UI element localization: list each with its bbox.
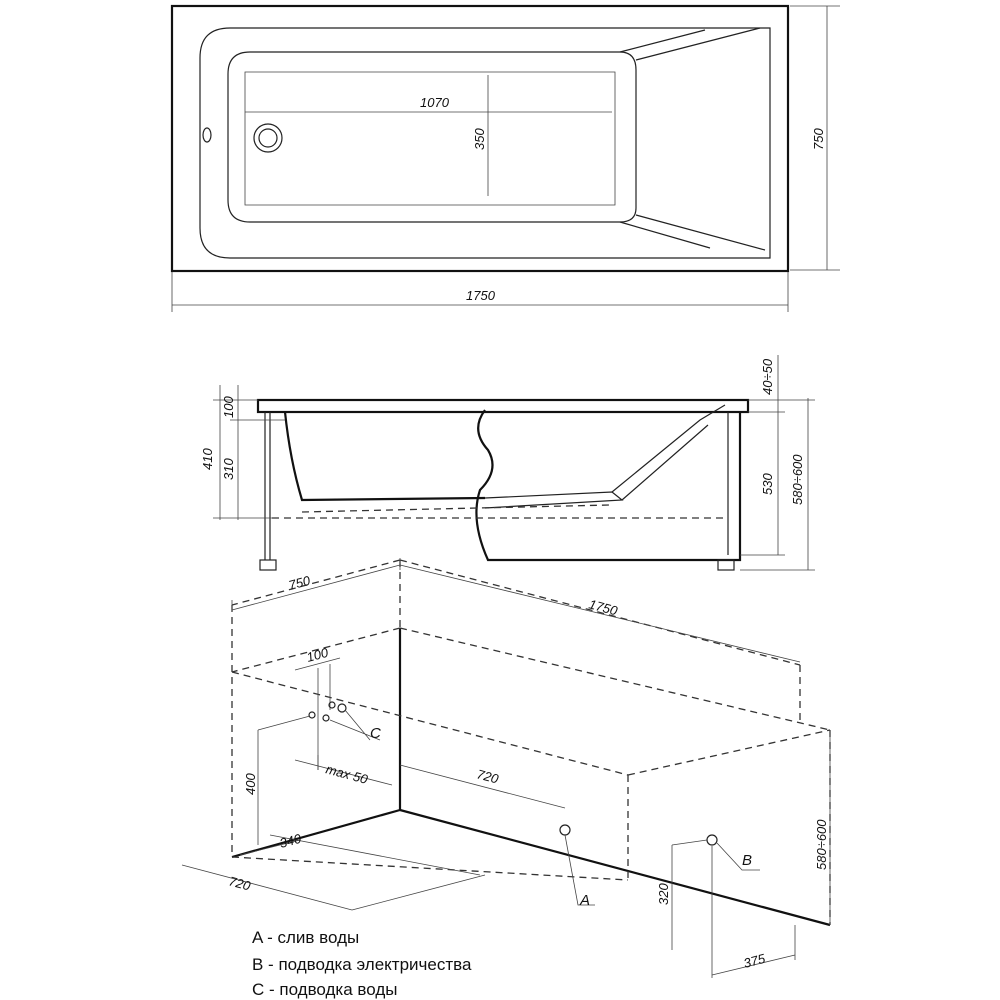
overflow-icon <box>202 127 212 143</box>
dim-length: 1750 <box>466 288 496 303</box>
dim-iso-height: 580÷600 <box>814 819 829 870</box>
dim-pipe-offset: max 50 <box>324 761 370 787</box>
dim-depth: 310 <box>221 458 236 480</box>
top-view <box>170 4 840 312</box>
leg-left <box>264 412 271 560</box>
dim-install-height: 580÷600 <box>790 454 805 505</box>
dim-pipe-height: 400 <box>243 773 258 795</box>
rim <box>256 398 750 414</box>
label-a: A <box>579 892 590 909</box>
dim-iso-width: 750 <box>287 573 313 593</box>
bath-outline <box>170 4 790 273</box>
drain-point-icon <box>559 824 571 836</box>
dim-electric-side: 375 <box>742 951 768 971</box>
dim-width: 750 <box>811 128 826 150</box>
electric-point-icon <box>706 834 718 846</box>
dim-iso-length: 1750 <box>587 596 620 618</box>
dim-drain-front: 720 <box>227 873 253 893</box>
apron-break <box>475 409 742 562</box>
dim-total-height: 410 <box>200 448 215 470</box>
dim-inner-width: 350 <box>472 128 487 150</box>
dim-drain-distance: 720 <box>475 766 501 786</box>
dim-apron-gap: 40÷50 <box>760 358 775 395</box>
drain-icon <box>253 123 283 153</box>
legend-item-electric: B - подводка электричества <box>252 955 472 974</box>
legend-item-drain: A - слив воды <box>252 928 360 947</box>
water-inlet-icon <box>308 711 316 719</box>
dim-pipe-spacing: 100 <box>305 645 331 665</box>
rim-outline <box>199 27 771 259</box>
dim-drain-side: 340 <box>278 831 304 851</box>
dim-apron-height: 530 <box>760 473 775 495</box>
iso-view <box>181 558 831 978</box>
dim-electric-height: 320 <box>656 883 671 905</box>
label-b: B <box>742 852 752 869</box>
side-view <box>213 355 815 571</box>
bowl-outline <box>227 51 637 223</box>
dim-rim: 100 <box>221 396 236 418</box>
bowl-left <box>283 411 486 502</box>
dim-inner-length: 1070 <box>420 95 450 110</box>
leg-right <box>717 559 735 571</box>
legend-item-water: C - подводка воды <box>252 980 398 999</box>
label-c: C <box>370 725 381 742</box>
